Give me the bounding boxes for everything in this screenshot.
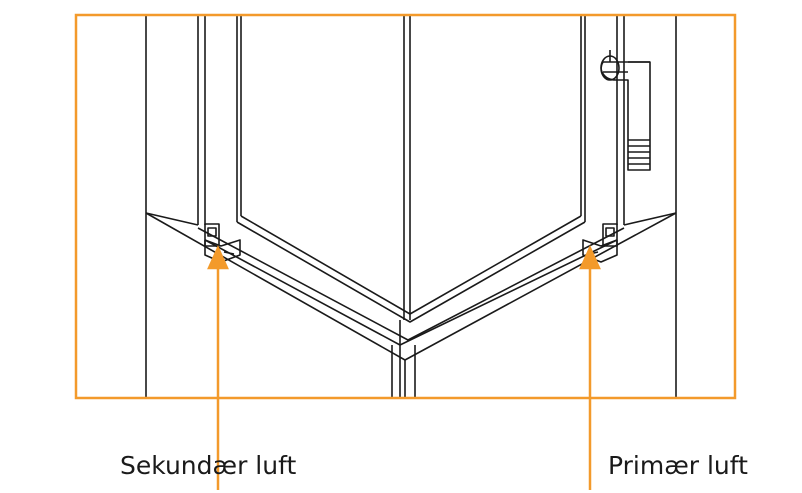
- primary-air-arrowhead: [579, 244, 601, 270]
- glass-bottom-left: [236, 221, 586, 323]
- door-handle: [600, 61, 651, 171]
- highlight-frame: [74, 13, 737, 400]
- glass-bottom-inner: [240, 215, 582, 315]
- body-shoulder: [145, 212, 199, 226]
- plinth-line: [197, 227, 625, 341]
- primary-air-vent-frame: [602, 223, 618, 247]
- secondary-air-label: Sekundær luft: [120, 451, 297, 480]
- secondary-air-vent-frame: [204, 223, 220, 247]
- primary-air-label: Primær luft: [608, 451, 748, 480]
- plinth-top-2: [204, 239, 618, 346]
- secondary-air-arrowhead: [207, 244, 229, 270]
